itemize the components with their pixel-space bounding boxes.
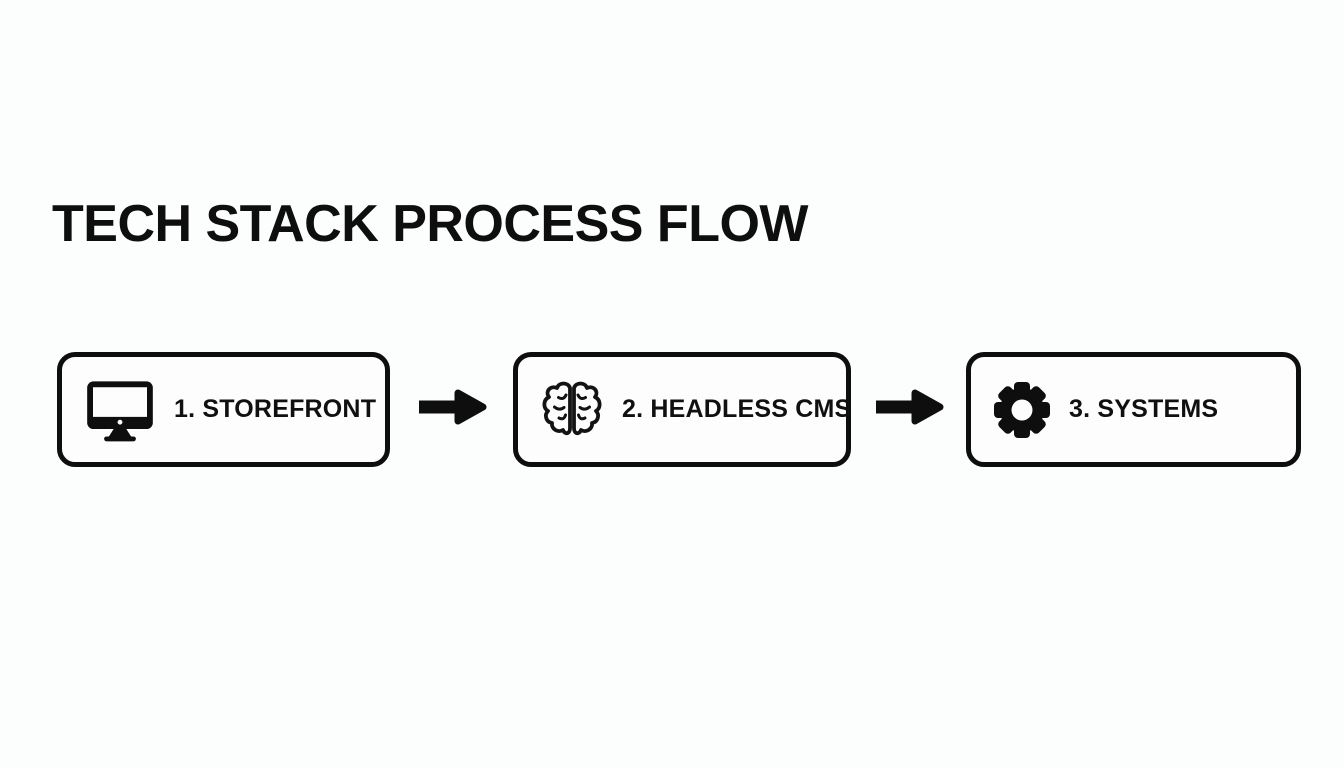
flow-step-storefront: 1. STOREFRONT	[57, 352, 390, 467]
desktop-monitor-icon	[84, 378, 156, 442]
flow-step-label: 2. HEADLESS CMS	[622, 395, 852, 423]
arrow-right-icon	[414, 386, 490, 433]
arrow-right-icon	[871, 386, 947, 433]
gear-icon	[993, 381, 1051, 439]
page-title: TECH STACK PROCESS FLOW	[52, 195, 808, 253]
flow-connector	[390, 386, 513, 433]
flow-connector	[851, 386, 966, 433]
process-flow: 1. STOREFRONT	[57, 352, 1301, 467]
flow-step-headless-cms: 2. HEADLESS CMS	[513, 352, 851, 467]
brain-icon	[540, 378, 604, 442]
flow-step-label: 1. STOREFRONT	[174, 395, 377, 423]
flow-step-systems: 3. SYSTEMS	[966, 352, 1301, 467]
flow-step-label: 3. SYSTEMS	[1069, 395, 1219, 423]
